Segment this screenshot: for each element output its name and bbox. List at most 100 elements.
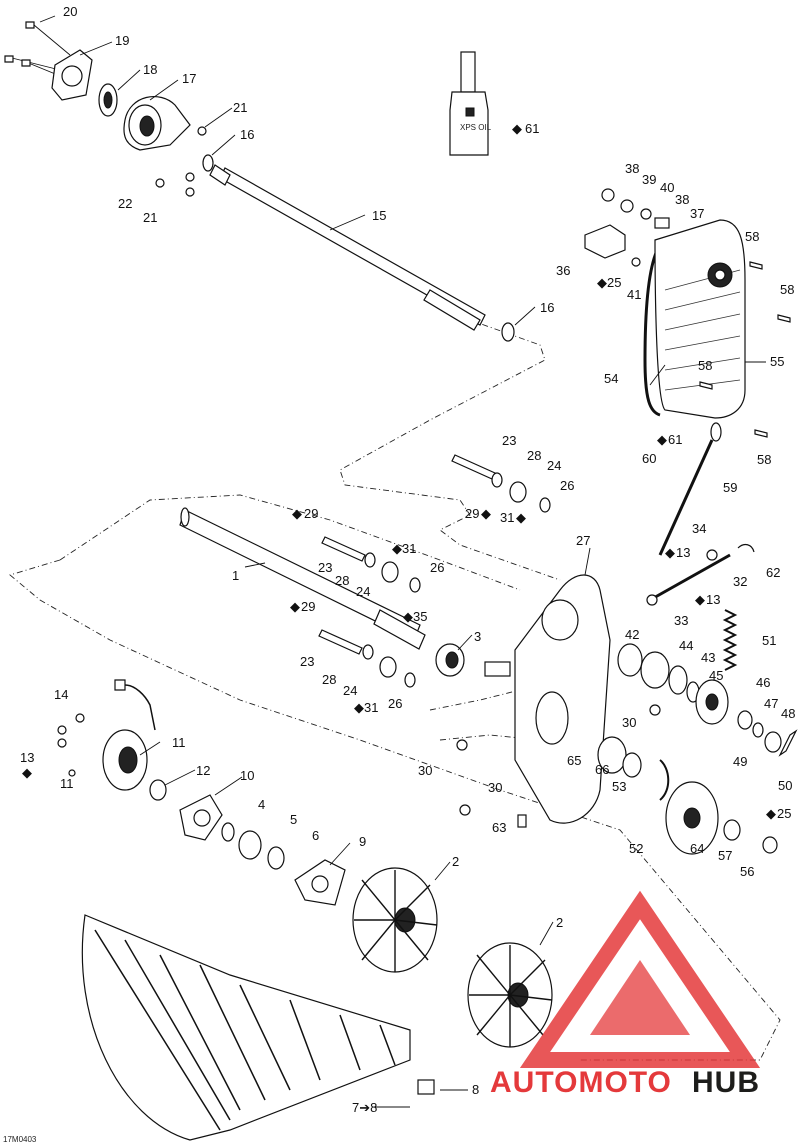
callout-22: 22 (118, 196, 132, 211)
callout-labels: 20 19 18 17 21 16 22 21 15 16 ◆ 61 38 39… (20, 4, 795, 1115)
callout-17: 17 (182, 71, 196, 86)
callout-15: 15 (372, 208, 386, 223)
callout-13: 13 (676, 545, 690, 560)
callout-56: 56 (740, 864, 754, 879)
callout-38: 38 (625, 161, 639, 176)
callout-21: 21 (233, 100, 247, 115)
callout-66: 66 (595, 762, 609, 777)
callout-31: 31 (364, 700, 378, 715)
callout-21: 21 (143, 210, 157, 225)
callout-47: 47 (764, 696, 778, 711)
drive-sprocket-1 (352, 867, 438, 973)
callout-26: 26 (430, 560, 444, 575)
callout-29: 29 (465, 506, 479, 521)
oil-drop-icon: ◆ (657, 432, 667, 447)
oil-drop-icon: ◆ (403, 609, 413, 624)
upper-bolt-set (321, 454, 551, 593)
callout-1: 1 (232, 568, 239, 583)
callout-23: 23 (300, 654, 314, 669)
left-bearing-assembly (57, 679, 346, 906)
oil-drop-icon: ◆ (597, 275, 607, 290)
callout-26: 26 (388, 696, 402, 711)
callout-42: 42 (625, 627, 639, 642)
automotohub-watermark: AUTOMOTO HUB (490, 890, 761, 1099)
callout-48: 48 (781, 706, 795, 721)
oil-drop-icon: ◆ (290, 599, 300, 614)
callout-31: 31 (500, 510, 514, 525)
callout-4: 4 (258, 797, 265, 812)
callout-19: 19 (115, 33, 129, 48)
upper-sprocket-set (617, 643, 798, 757)
callout-23: 23 (502, 433, 516, 448)
callout-53: 53 (612, 779, 626, 794)
callout-59: 59 (723, 480, 737, 495)
callout-10: 10 (240, 768, 254, 783)
callout-52: 52 (629, 841, 643, 856)
callout-45: 45 (709, 668, 723, 683)
oil-drop-icon: ◆ (512, 121, 522, 136)
chaincase-cover (584, 188, 791, 438)
lower-sprocket-set (597, 736, 778, 855)
callout-31: 31 (402, 541, 416, 556)
callout-54: 54 (604, 371, 618, 386)
callout-7-to-8: 7➔8 (352, 1100, 377, 1115)
callout-49: 49 (733, 754, 747, 769)
figure-code: 17M0403 (3, 1135, 37, 1144)
chaincase-housing (456, 574, 661, 828)
callout-28: 28 (527, 448, 541, 463)
callout-38: 38 (675, 192, 689, 207)
callout-36: 36 (556, 263, 570, 278)
callout-34: 34 (692, 521, 706, 536)
callout-41: 41 (627, 287, 641, 302)
callout-3: 3 (474, 629, 481, 644)
callout-62: 62 (766, 565, 780, 580)
callout-16: 16 (240, 127, 254, 142)
oil-drop-icon: ◆ (766, 806, 776, 821)
oil-drop-icon: ◆ (695, 592, 705, 607)
callout-58: 58 (745, 229, 759, 244)
callout-29: 29 (301, 599, 315, 614)
callout-60: 60 (642, 451, 656, 466)
tension-spring (722, 609, 738, 671)
callout-14: 14 (54, 687, 68, 702)
bearing-bracket-assembly (4, 21, 214, 197)
callout-13: 13 (20, 750, 34, 765)
callout-13: 13 (706, 592, 720, 607)
callout-28: 28 (322, 672, 336, 687)
callout-2: 2 (452, 854, 459, 869)
oil-drop-icon: ◆ (665, 545, 675, 560)
callout-61: 61 (525, 121, 539, 136)
callout-58: 58 (698, 358, 712, 373)
callout-26: 26 (560, 478, 574, 493)
watermark-text-red: AUTOMOTO (490, 1066, 672, 1099)
oil-drop-icon: ◆ (22, 765, 32, 780)
callout-46: 46 (756, 675, 770, 690)
oil-bottle: XPS OIL (449, 51, 492, 156)
oil-drop-icon: ◆ (516, 510, 526, 525)
callout-27: 27 (576, 533, 590, 548)
callout-55: 55 (770, 354, 784, 369)
callout-39: 39 (642, 172, 656, 187)
callout-64: 64 (690, 841, 704, 856)
lower-bolt-set (318, 629, 465, 688)
callout-58: 58 (757, 452, 771, 467)
oil-drop-icon: ◆ (481, 506, 491, 521)
callout-33: 33 (674, 613, 688, 628)
callout-40: 40 (660, 180, 674, 195)
callout-16: 16 (540, 300, 554, 315)
drive-shaft-upper (209, 164, 515, 342)
callout-63: 63 (492, 820, 506, 835)
callout-25: 25 (607, 275, 621, 290)
drive-axle-lower (179, 507, 426, 650)
callout-2: 2 (556, 915, 563, 930)
callout-65: 65 (567, 753, 581, 768)
callout-32: 32 (733, 574, 747, 589)
callout-28: 28 (335, 573, 349, 588)
callout-43: 43 (701, 650, 715, 665)
callout-24: 24 (547, 458, 561, 473)
tension-adjuster-rod (646, 422, 755, 606)
callout-8: 8 (472, 1082, 479, 1097)
callout-9: 9 (359, 834, 366, 849)
callout-29: 29 (304, 506, 318, 521)
callout-5: 5 (290, 812, 297, 827)
